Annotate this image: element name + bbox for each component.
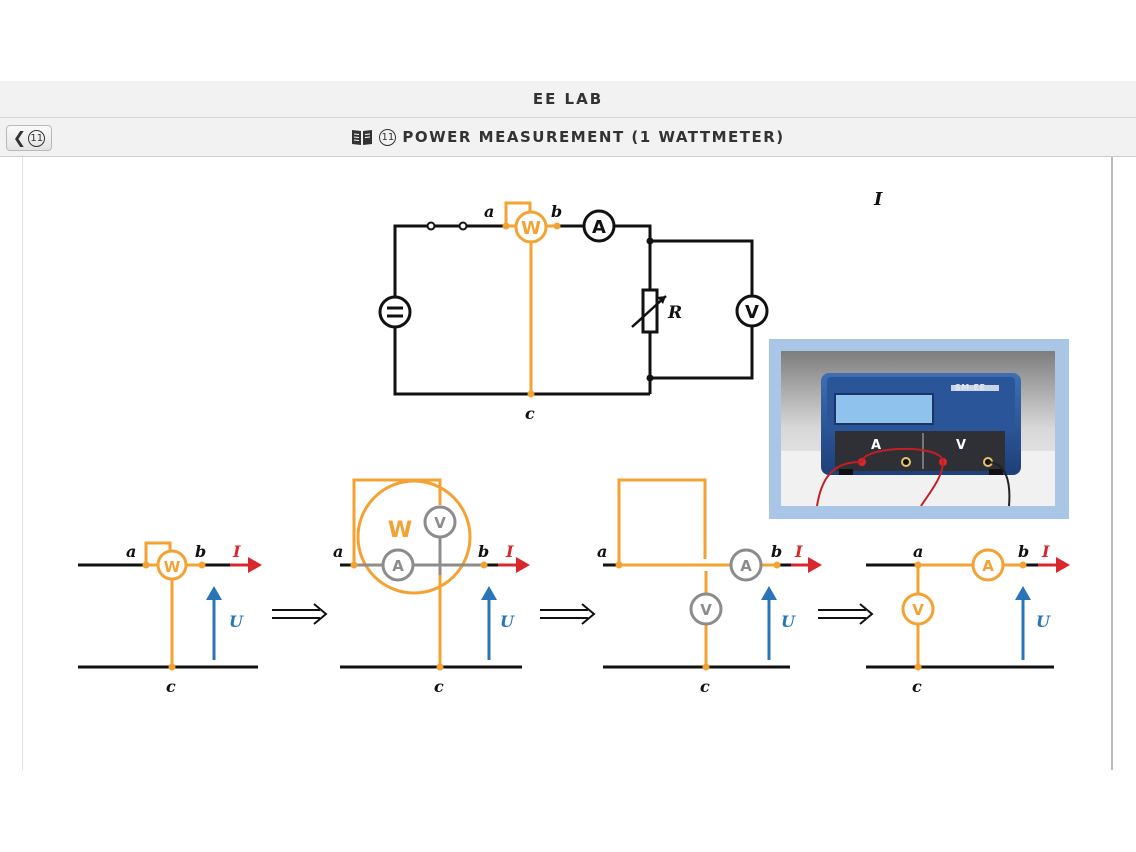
node-b-label: b [551, 202, 562, 221]
node-c-label: c [700, 677, 710, 696]
ammeter-icon [381, 548, 415, 582]
corner-label: I [873, 189, 883, 210]
page-title: POWER MEASUREMENT (1 WATTMETER) [402, 128, 785, 146]
voltage-arrow-icon [481, 586, 497, 600]
back-button[interactable]: ❮ 11 [6, 125, 52, 151]
voltage-label: U [229, 612, 244, 631]
voltmeter-symbol: V [745, 302, 759, 323]
ammeter-symbol: A [592, 217, 606, 238]
current-arrow-icon [516, 557, 530, 573]
current-label: I [794, 542, 803, 561]
node-a-label: a [913, 542, 923, 561]
wattmeter-icon [514, 210, 548, 244]
wattmeter-icon [156, 549, 188, 581]
lesson-number-badge: 11 [379, 128, 397, 146]
device-photo: SM-EE A V [769, 339, 1069, 519]
implies-arrow-icon [818, 603, 874, 625]
voltmeter-icon [901, 592, 935, 626]
device-brand-label: SM-EE [955, 383, 986, 392]
voltmeter-symbol: V [912, 601, 924, 619]
diagram-3 [603, 478, 822, 671]
voltmeter-icon [423, 505, 457, 539]
voltmeter-symbol: V [700, 601, 712, 619]
current-arrow-icon [808, 557, 822, 573]
node-a-label: a [333, 542, 343, 561]
current-arrow-icon [1056, 557, 1070, 573]
node-c-label: c [166, 677, 176, 696]
implies-arrow-icon [272, 603, 328, 625]
ammeter-symbol: A [740, 557, 752, 575]
chevron-left-icon: ❮ [12, 128, 27, 147]
back-lesson-number: 11 [28, 129, 46, 147]
ammeter-icon [729, 548, 763, 582]
variable-resistor-icon [631, 288, 667, 334]
junction-dot [646, 374, 654, 382]
voltmeter-symbol: V [434, 514, 446, 532]
node-c-label: c [434, 677, 444, 696]
implies-arrow-icon [540, 603, 596, 625]
voltmeter-icon [689, 592, 723, 626]
node-a-label: a [126, 542, 136, 561]
dc-source-icon [378, 295, 412, 329]
current-label: I [505, 542, 514, 561]
node-b-label: b [771, 542, 782, 561]
multimeter-device-illustration [781, 351, 1055, 506]
diagram-1 [78, 541, 262, 671]
voltage-label: U [1036, 612, 1051, 631]
ammeter-symbol: A [392, 557, 404, 575]
voltmeter-icon [735, 294, 769, 328]
page-header: 11 POWER MEASUREMENT (1 WATTMETER) [0, 118, 1136, 156]
node-b-label: b [478, 542, 489, 561]
voltage-label: U [500, 612, 515, 631]
wattmeter-symbol: W [164, 558, 181, 576]
node-a-label: a [597, 542, 607, 561]
node-b-label: b [1018, 542, 1029, 561]
node-c-label: c [912, 677, 922, 696]
current-label: I [232, 542, 241, 561]
wattmeter-symbol: W [521, 218, 541, 239]
node-c-label: c [525, 404, 535, 423]
voltage-arrow-icon [206, 586, 222, 600]
node-b-label: b [195, 542, 206, 561]
current-arrow-icon [248, 557, 262, 573]
book-icon [352, 130, 373, 145]
junction-dot [646, 237, 654, 245]
switch-contact-icon [426, 221, 436, 231]
voltage-label: U [781, 612, 796, 631]
voltage-arrow-icon [1015, 586, 1031, 600]
node-a-label: a [484, 202, 494, 221]
app-title: EE LAB [532, 90, 604, 108]
ammeter-symbol: A [982, 557, 994, 575]
wattmeter-symbol: W [388, 518, 412, 543]
ammeter-icon [971, 548, 1005, 582]
diagram-2 [340, 478, 530, 671]
app-title-bar: EE LAB [0, 81, 1136, 118]
current-label: I [1041, 542, 1050, 561]
ammeter-terminal-label: A [871, 438, 882, 453]
switch-contact-icon [458, 221, 468, 231]
diagram-4 [866, 548, 1070, 671]
ammeter-icon [582, 209, 616, 243]
navigation-bar: ❮ 11 11 POWER MEASUREMENT (1 WATTMETER) [0, 118, 1136, 157]
voltage-arrow-icon [761, 586, 777, 600]
resistor-label: R [667, 303, 682, 323]
voltmeter-terminal-label: V [956, 438, 967, 453]
